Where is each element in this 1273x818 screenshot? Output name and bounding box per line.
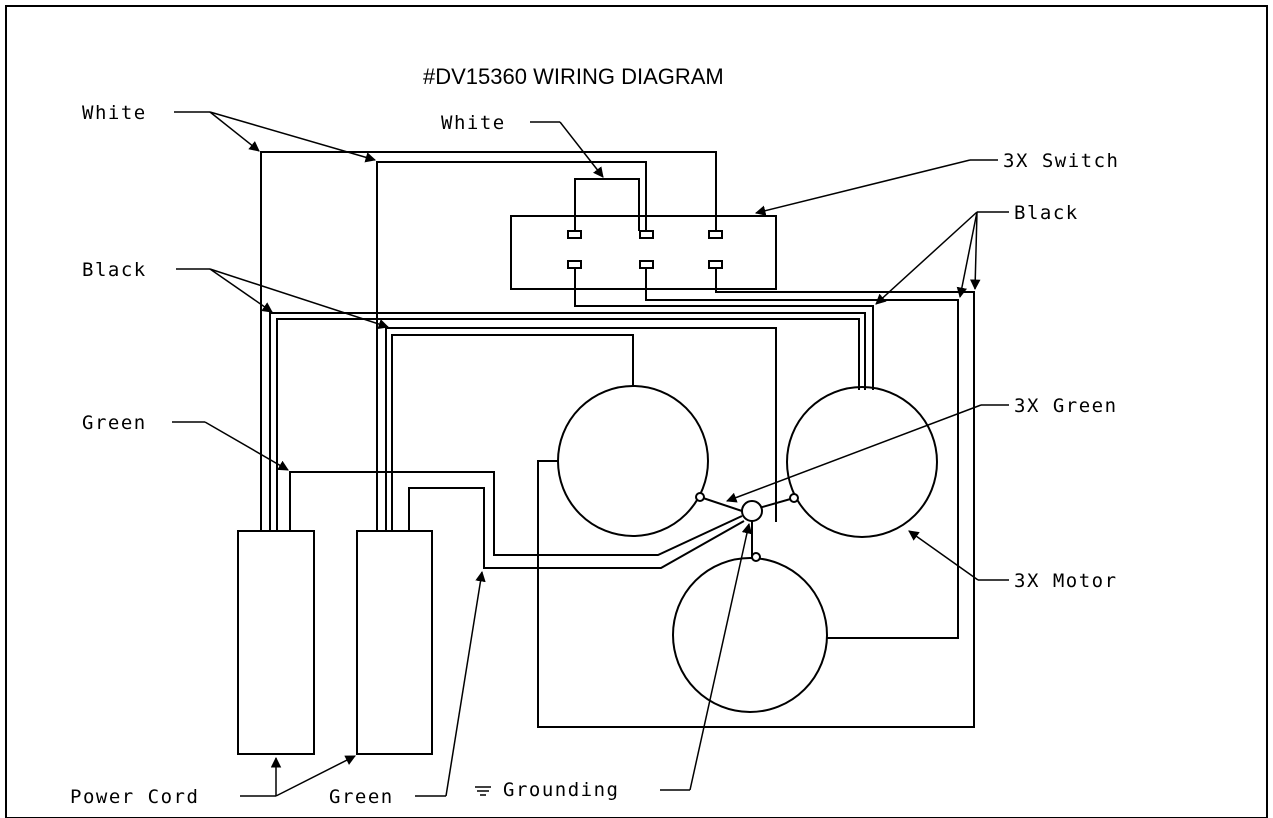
white-wires <box>260 151 717 531</box>
power-cord-plug-right <box>356 530 433 755</box>
motor-bottom <box>672 557 828 713</box>
label-white-switch: White <box>441 112 506 134</box>
label-grounding: Grounding <box>503 779 619 801</box>
label-black-left: Black <box>82 259 147 281</box>
label-white-left: White <box>82 102 147 124</box>
page-border <box>5 5 1268 818</box>
power-cord-plug-left <box>237 530 315 755</box>
ground-hub <box>741 500 763 522</box>
label-green-bottom: Green <box>329 786 394 808</box>
ground-symbol-icon <box>475 786 491 796</box>
ground-terminals <box>695 492 799 562</box>
label-green-left: Green <box>82 412 147 434</box>
diagram-title: #DV15360 WIRING DIAGRAM <box>423 64 724 89</box>
switch-box <box>510 215 777 290</box>
label-power-cord: Power Cord <box>70 786 199 808</box>
label-motor: 3X Motor <box>1014 570 1118 592</box>
motor-left <box>557 385 709 537</box>
label-switch: 3X Switch <box>1003 150 1119 172</box>
label-green-motor: 3X Green <box>1014 395 1118 417</box>
motor-right <box>786 386 938 538</box>
black-wires <box>269 268 975 728</box>
label-black-right: Black <box>1014 202 1079 224</box>
leader-lines <box>172 111 1009 797</box>
